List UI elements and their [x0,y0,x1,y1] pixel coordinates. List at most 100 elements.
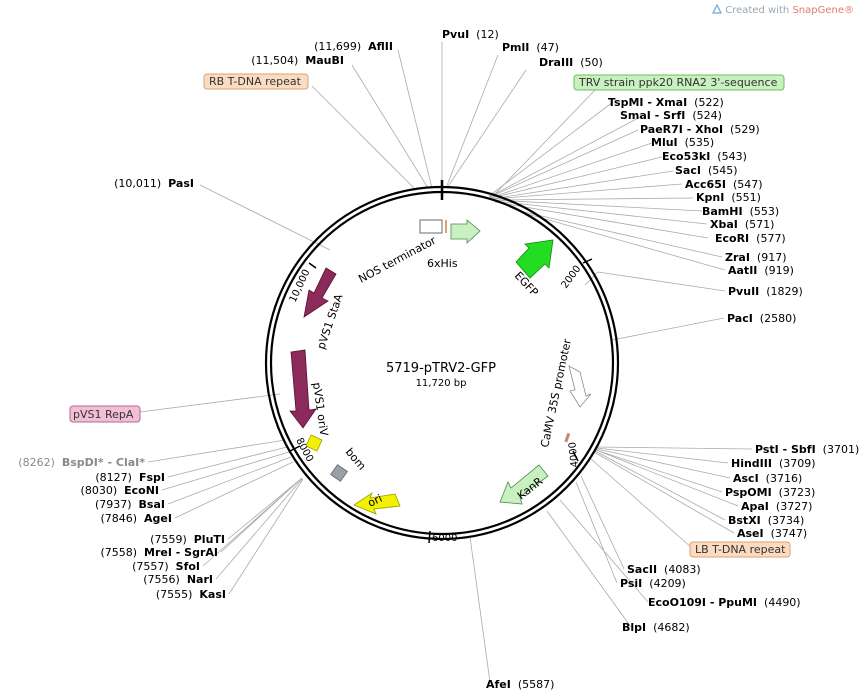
enzyme-name: EcoO109I - PpuMI [648,596,757,609]
enzyme-site-asei[interactable]: AseI (3747) [737,527,807,540]
enzyme-site-agei[interactable]: (7846) AgeI [100,512,172,525]
enzyme-name: ZraI [725,251,750,264]
enzyme-site-nari[interactable]: (7556) NarI [143,573,213,586]
enzyme-site-aatii[interactable]: AatII (919) [728,264,794,277]
enzyme-site-paer7i-xhoi[interactable]: PaeR7I - XhoI (529) [640,123,760,136]
enzyme-name: KpnI [696,191,724,204]
feature-box-repa[interactable]: pVS1 RepA [69,405,141,423]
enzyme-site-maubi[interactable]: (11,504) MauBI [251,54,344,67]
enzyme-name: AfeI [486,678,511,691]
enzyme-site-afei[interactable]: AfeI (5587) [486,678,554,691]
enzyme-site-pluti[interactable]: (7559) PluTI [150,533,225,546]
enzyme-site-hindiii[interactable]: HindIII (3709) [731,457,816,470]
feature-box-trv[interactable]: TRV strain ppk20 RNA2 3'-sequence [573,74,785,91]
enzyme-name: PvuI [442,28,469,41]
tick-2000: 2000 [560,264,584,291]
enzyme-position: (11,699) [314,40,368,53]
enzyme-site-sacii[interactable]: SacII (4083) [627,563,701,576]
enzyme-name: AseI [737,527,764,540]
feature-nos-terminator[interactable] [419,219,443,234]
enzyme-name: SacII [627,563,657,576]
enzyme-site-tspmi-xmai[interactable]: TspMI - XmaI (522) [608,96,724,109]
tick-6000: 6000 [432,533,457,544]
enzyme-position: (545) [701,164,738,177]
feature-pvs1-repa-arrow[interactable] [289,349,317,429]
enzyme-site-bamhi[interactable]: BamHI (553) [702,205,779,218]
feature-pvs1-oriv[interactable] [305,434,323,452]
feature-ori-arrow[interactable] [353,491,401,515]
tick-mark-6000 [428,530,431,544]
enzyme-position: (535) [678,136,715,149]
feature-box-repa-label: pVS1 RepA [73,408,134,421]
leader-lines [139,42,753,683]
enzyme-name: BstXI [728,514,761,527]
enzyme-site-acc65i[interactable]: Acc65I (547) [685,178,763,191]
enzyme-position: (7558) [100,546,144,559]
enzyme-name: EcoRI [715,232,749,245]
label-camv35s: CaMV 35S promoter [538,337,574,448]
feature-box-rb-label: RB T-DNA repeat [209,75,302,88]
enzyme-site-saci[interactable]: SacI (545) [675,164,738,177]
enzyme-position: (919) [757,264,794,277]
label-ori: ori [366,492,384,510]
enzyme-position: (8127) [95,471,139,484]
enzyme-site-pmli[interactable]: PmlI (47) [502,41,559,54]
enzyme-name: PacI [727,312,753,325]
enzyme-name: SacI [675,164,701,177]
enzyme-site-fspi[interactable]: (8127) FspI [95,471,165,484]
enzyme-site-psti-sbfi[interactable]: PstI - SbfI (3701) [755,443,859,456]
enzyme-name: PaeR7I - XhoI [640,123,723,136]
feature-kanr-arrow[interactable] [499,464,549,505]
enzyme-site-pasi[interactable]: (10,011) PasI [114,177,194,190]
enzyme-site-pspomi[interactable]: PspOMI (3723) [725,486,815,499]
enzyme-site-xbai[interactable]: XbaI (571) [710,218,774,231]
enzyme-site-paci[interactable]: PacI (2580) [727,312,796,325]
enzyme-site-bsai[interactable]: (7937) BsaI [95,498,165,511]
enzyme-position: (3716) [759,472,803,485]
enzyme-site-ecori[interactable]: EcoRI (577) [715,232,786,245]
enzyme-position: (4209) [642,577,686,590]
enzyme-site-aflii[interactable]: (11,699) AflII [314,40,393,53]
enzyme-site-draiii[interactable]: DraIII (50) [539,56,603,69]
feature-lb-repeat-mark [564,432,571,443]
feature-camv35s-arrow[interactable] [568,365,592,408]
enzyme-site-bspdi-clai[interactable]: (8262) BspDI* - ClaI* [18,456,145,469]
enzyme-position: (1829) [759,285,803,298]
enzyme-position: (551) [724,191,761,204]
label-egfp: EGFP [512,269,541,299]
enzyme-site-smai-srfi[interactable]: SmaI - SrfI (524) [620,109,722,122]
enzyme-site-bstxi[interactable]: BstXI (3734) [728,514,804,527]
enzyme-position: (577) [749,232,786,245]
enzyme-site-ecoo109i-ppumi[interactable]: EcoO109I - PpuMI (4490) [648,596,801,609]
enzyme-position: (10,011) [114,177,168,190]
enzyme-name: NarI [187,573,213,586]
feature-box-rb[interactable]: RB T-DNA repeat [203,73,309,90]
feature-egfp-arrow[interactable] [515,239,554,279]
enzyme-site-psii[interactable]: PsiI (4209) [620,577,686,590]
enzyme-site-kpni[interactable]: KpnI (551) [696,191,761,204]
label-6xhis: 6xHis [427,257,458,270]
feature-bom[interactable] [330,464,348,482]
enzyme-name: BlpI [622,621,646,634]
enzyme-site-zrai[interactable]: ZraI (917) [725,251,787,264]
enzyme-site-pvui[interactable]: PvuI (12) [442,28,499,41]
enzyme-name: MreI - SgrAI [144,546,218,559]
enzyme-site-apai[interactable]: ApaI (3727) [741,500,812,513]
enzyme-position: (7846) [100,512,144,525]
enzyme-name: TspMI - XmaI [608,96,687,109]
enzyme-site-kasi[interactable]: (7555) KasI [156,588,226,601]
feature-box-lb[interactable]: LB T-DNA repeat [689,541,791,558]
enzyme-site-mrei-sgrai[interactable]: (7558) MreI - SgrAI [100,546,218,559]
feature-pvs1-staa-arrow[interactable] [303,267,337,318]
enzyme-site-pvuii[interactable]: PvuII (1829) [728,285,803,298]
enzyme-site-econi[interactable]: (8030) EcoNI [81,484,159,497]
enzyme-name: AatII [728,264,757,277]
enzyme-position: (47) [529,41,559,54]
enzyme-site-eco53ki[interactable]: Eco53kI (543) [662,150,747,163]
enzyme-site-asci[interactable]: AscI (3716) [733,472,802,485]
enzyme-position: (524) [685,109,722,122]
enzyme-site-sfoi[interactable]: (7557) SfoI [132,560,200,573]
feature-6xhis-arrow[interactable] [450,219,481,244]
enzyme-site-blpi[interactable]: BlpI (4682) [622,621,690,634]
enzyme-site-mlui[interactable]: MluI (535) [651,136,714,149]
